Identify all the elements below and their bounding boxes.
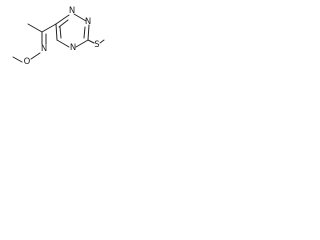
atom-labels: N N N S N O bbox=[24, 6, 100, 67]
bond-n2-c3-inner bbox=[83, 26, 86, 39]
atom-n1: N bbox=[69, 6, 75, 16]
bonds bbox=[12, 13, 105, 63]
atom-n4: N bbox=[70, 43, 76, 53]
bond-n2-c3 bbox=[87, 24, 90, 41]
atom-s: S bbox=[94, 40, 99, 50]
bond-c5-c6 bbox=[55, 23, 58, 41]
structural-formula: N N N S N O bbox=[12, 6, 105, 67]
bond-n4-c5 bbox=[56, 39, 70, 48]
bond-cimine-methyl bbox=[27, 23, 43, 33]
bond-o-methyl bbox=[12, 56, 23, 63]
bond-c5-cimine bbox=[41, 23, 57, 33]
bond-c6-n1 bbox=[55, 14, 70, 25]
bond-c5-c6-inner bbox=[59, 26, 62, 39]
bond-c6-n1-inner bbox=[58, 19, 69, 28]
bond-c3-n4 bbox=[75, 39, 89, 48]
atom-n2: N bbox=[85, 17, 91, 27]
atom-o: O bbox=[24, 57, 31, 67]
bond-n-o bbox=[30, 52, 41, 60]
atom-n-oxime: N bbox=[41, 44, 47, 54]
bond-s-methyl bbox=[99, 39, 105, 44]
bond-n1-n2 bbox=[73, 13, 87, 22]
bond-c3-s bbox=[87, 39, 95, 44]
